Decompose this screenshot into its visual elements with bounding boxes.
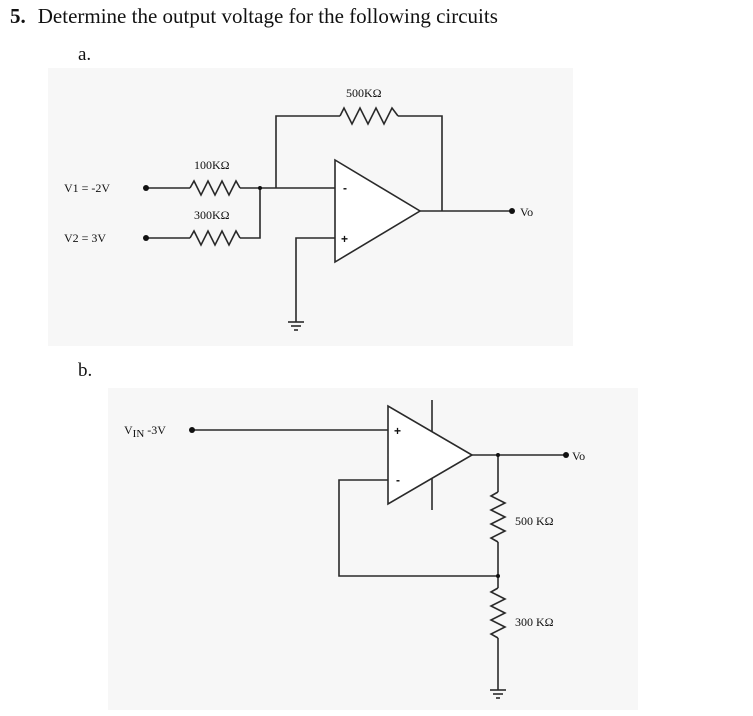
r2-label: 300KΩ <box>194 208 230 222</box>
vin-label-sub: IN <box>133 428 145 440</box>
v2-label: V2 = 3V <box>64 231 106 245</box>
question-text: Determine the output voltage for the fol… <box>37 4 498 28</box>
output-terminal-a <box>509 208 515 214</box>
vin-terminal <box>189 427 195 433</box>
r1-label: 100KΩ <box>194 158 230 172</box>
question-title: 5. Determine the output voltage for the f… <box>10 4 498 29</box>
feedback-wire-a <box>275 115 340 188</box>
junction-b-out <box>496 453 500 457</box>
output-label-b: Vo <box>572 449 585 463</box>
inverting-sign-b: - <box>396 473 400 487</box>
resistor-300k <box>189 229 241 247</box>
noninverting-sign-a: + <box>341 232 348 246</box>
feedback-wire-a-right <box>398 115 443 211</box>
op-amp-a <box>334 158 422 264</box>
circuit-b <box>192 400 566 699</box>
resistor-500k-b <box>489 491 507 543</box>
part-b-label: b. <box>78 360 93 381</box>
ground-wire-a <box>295 237 335 322</box>
circuit-a <box>146 106 512 331</box>
op-amp-b <box>387 404 474 506</box>
noninverting-sign-b: + <box>394 424 401 438</box>
feedback-resistor-label: 500KΩ <box>346 86 382 100</box>
v1-label: V1 = -2V <box>64 181 110 195</box>
junction-a <box>258 186 262 190</box>
junction-b-mid <box>496 574 500 578</box>
r-top-label-b: 500 KΩ <box>515 514 554 528</box>
circuit-a-panel <box>48 68 573 346</box>
inverting-sign-a: - <box>343 181 347 195</box>
output-label-a: Vo <box>520 205 533 219</box>
v2-wire-right <box>240 188 261 239</box>
circuit-b-panel <box>108 388 638 710</box>
r-bottom-label-b: 300 KΩ <box>515 615 554 629</box>
output-terminal-b <box>563 452 569 458</box>
resistor-100k <box>189 179 241 197</box>
v1-terminal <box>143 185 149 191</box>
v2-terminal <box>143 235 149 241</box>
feedback-wire-b <box>338 479 498 577</box>
resistor-300k-b <box>489 587 507 639</box>
question-number: 5. <box>10 4 26 28</box>
part-a-label: a. <box>78 44 92 65</box>
vin-label-main: V <box>124 423 133 437</box>
vin-label: VIN -3V <box>124 423 166 440</box>
vin-label-value: -3V <box>144 423 166 437</box>
feedback-resistor-500k <box>339 106 399 126</box>
